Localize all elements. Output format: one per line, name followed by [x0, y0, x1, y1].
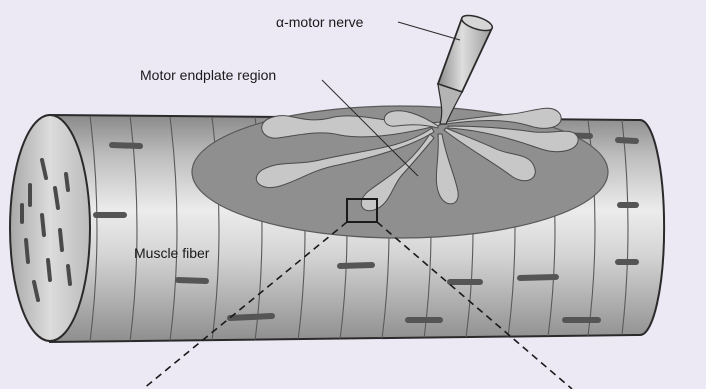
- fiber-cross-section: [10, 115, 90, 341]
- endplate-label: Motor endplate region: [140, 67, 276, 83]
- motor-endplate: [192, 106, 608, 238]
- alpha-motor-nerve: [438, 12, 494, 124]
- fiber-label: Muscle fiber: [134, 245, 210, 261]
- nerve-label: α-motor nerve: [276, 14, 364, 30]
